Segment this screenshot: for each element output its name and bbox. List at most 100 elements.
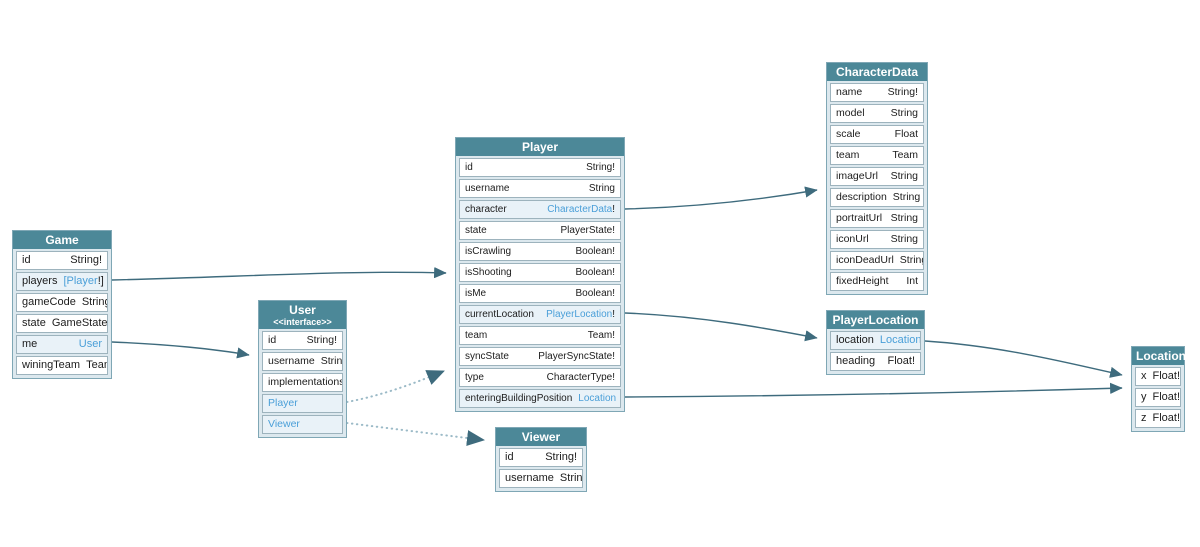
field-type: Team bbox=[86, 358, 107, 373]
field-type: String bbox=[589, 181, 615, 196]
field-row-players[interactable]: players [Player!] bbox=[16, 272, 108, 291]
field-name: players bbox=[22, 275, 58, 287]
field-type-modifier: String bbox=[588, 183, 615, 194]
field-type: String! bbox=[70, 253, 102, 268]
field-name: name bbox=[836, 86, 863, 98]
field-name: imageUrl bbox=[836, 170, 879, 182]
field-row-winingTeam[interactable]: winingTeamTeam bbox=[16, 356, 108, 375]
table-title: Viewer bbox=[521, 430, 561, 444]
table-header[interactable]: Location bbox=[1132, 347, 1186, 365]
field-row-type[interactable]: type CharacterType! bbox=[459, 368, 621, 387]
field-type: CharacterType! bbox=[547, 370, 615, 385]
field-name: type bbox=[465, 372, 484, 383]
field-type-modifier: Float! bbox=[887, 355, 915, 367]
field-type-link: Location bbox=[879, 334, 921, 346]
field-row-Viewer[interactable]: Viewer bbox=[262, 415, 343, 434]
field-name: model bbox=[836, 107, 865, 119]
field-type-modifier: String bbox=[559, 472, 583, 484]
field-type-link: [Player bbox=[63, 275, 98, 287]
field-name: gameCode bbox=[22, 296, 76, 308]
field-type-modifier: String! bbox=[81, 296, 107, 308]
field-row-implementations[interactable]: implementations bbox=[262, 373, 343, 392]
edge-playerlocation-location-to-location bbox=[924, 340, 1123, 378]
field-row-iconDeadUrl[interactable]: iconDeadUrlString bbox=[830, 251, 924, 270]
field-type: Team! bbox=[588, 328, 615, 343]
implementation-link: Viewer bbox=[268, 418, 300, 430]
table-header[interactable]: PlayerLocation bbox=[827, 311, 924, 329]
field-name: portraitUrl bbox=[836, 212, 883, 224]
field-name: y bbox=[1141, 391, 1147, 403]
field-type-modifier: String bbox=[890, 233, 918, 245]
field-type: String! bbox=[545, 450, 577, 465]
field-type: String bbox=[900, 253, 923, 268]
table-header[interactable]: Player bbox=[456, 138, 624, 156]
field-type-modifier: String! bbox=[586, 162, 615, 173]
table-header[interactable]: Viewer bbox=[496, 428, 586, 446]
table-header[interactable]: Game bbox=[13, 231, 111, 249]
field-type-modifier: String! bbox=[887, 86, 918, 98]
field-row-isShooting[interactable]: isShooting Boolean! bbox=[459, 263, 621, 282]
table-title: Game bbox=[45, 233, 79, 247]
field-type: User bbox=[79, 337, 102, 352]
table-header[interactable]: CharacterData bbox=[827, 63, 927, 81]
field-type-modifier: ! bbox=[612, 309, 615, 320]
field-type-modifier: Boolean! bbox=[575, 267, 615, 278]
field-type-modifier: String bbox=[320, 355, 343, 367]
field-name: isShooting bbox=[465, 267, 512, 278]
field-type: Int bbox=[906, 274, 918, 289]
field-type: String! bbox=[888, 85, 918, 100]
field-row-name[interactable]: name String! bbox=[830, 83, 924, 102]
field-type-link: CharacterData bbox=[547, 204, 613, 215]
field-type: String bbox=[893, 190, 920, 205]
table-title: Player bbox=[521, 140, 559, 154]
table-header[interactable]: User<<interface>> bbox=[259, 301, 346, 329]
field-row-Player[interactable]: Player bbox=[262, 394, 343, 413]
field-type: String bbox=[559, 471, 583, 486]
field-type: [Player!] bbox=[63, 274, 103, 289]
table-title: Location bbox=[1136, 349, 1186, 363]
edge-user-to-viewer-implementation bbox=[346, 422, 485, 446]
field-row-gameCode[interactable]: gameCode String! bbox=[16, 293, 108, 312]
field-name: isMe bbox=[465, 288, 487, 299]
field-name: state bbox=[22, 317, 46, 329]
field-type: Location! bbox=[879, 333, 921, 348]
table-title: CharacterData bbox=[835, 65, 919, 79]
